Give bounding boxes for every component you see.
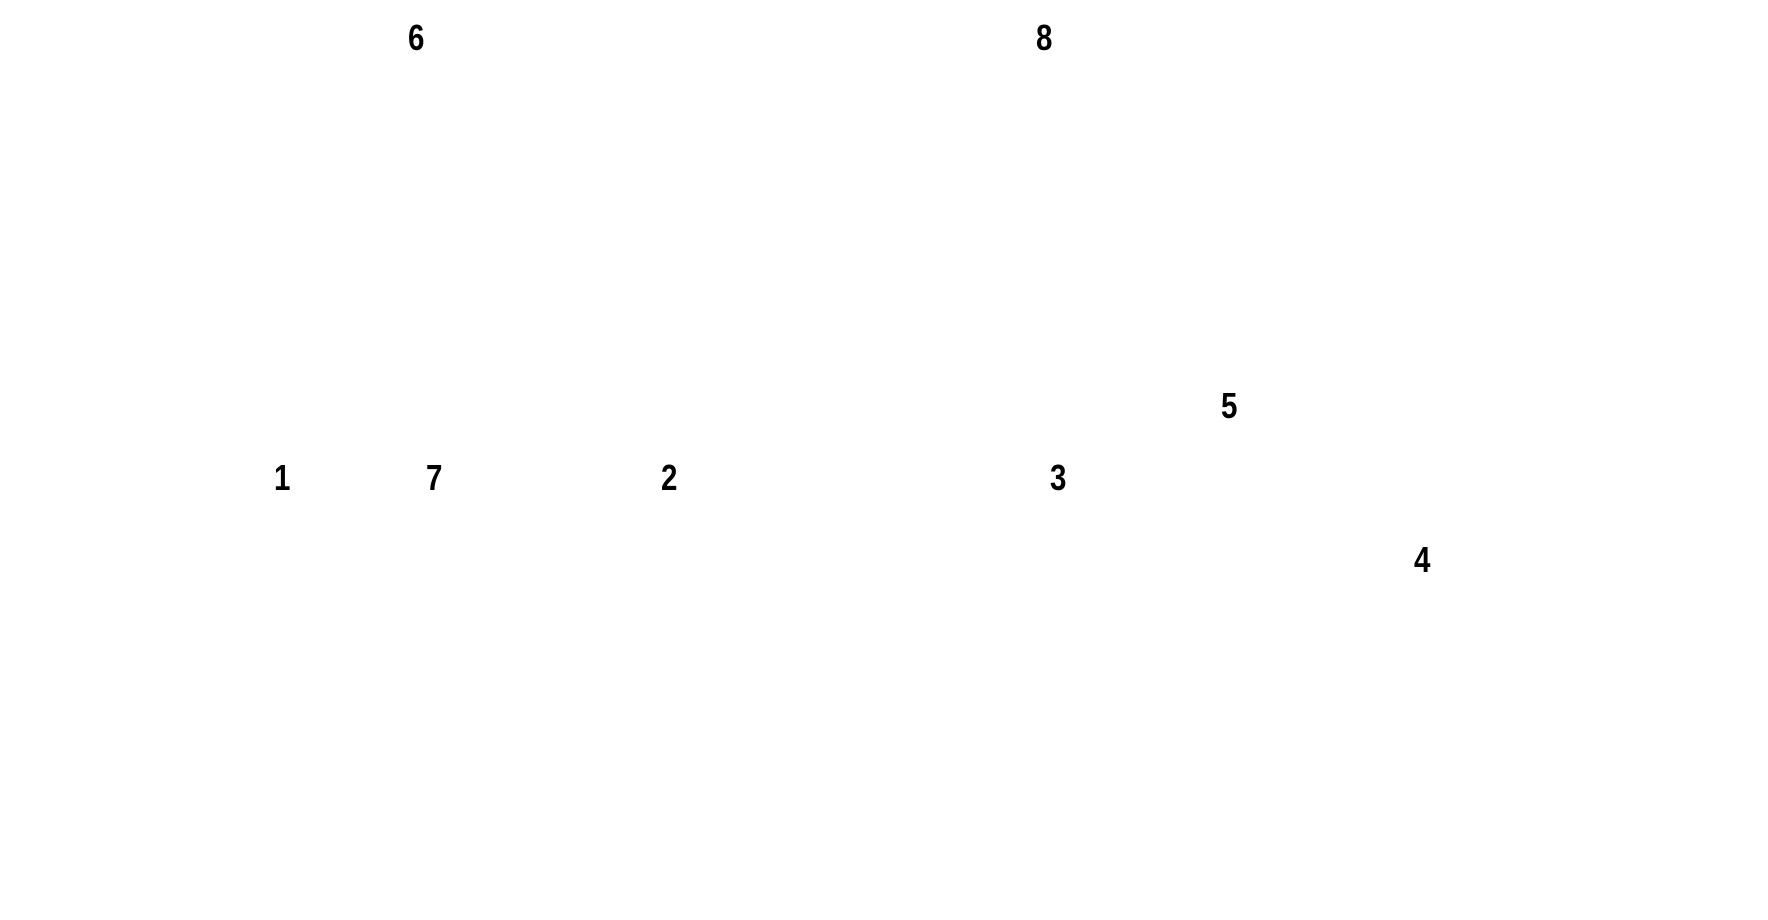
marker-5: 5: [1221, 385, 1238, 426]
marker-4: 4: [1414, 539, 1431, 580]
marker-7: 7: [426, 457, 443, 498]
marker-8: 8: [1036, 17, 1053, 58]
marker-1: 1: [274, 457, 291, 498]
marker-3: 3: [1050, 457, 1067, 498]
marker-6: 6: [408, 17, 425, 58]
marker-2: 2: [661, 457, 678, 498]
